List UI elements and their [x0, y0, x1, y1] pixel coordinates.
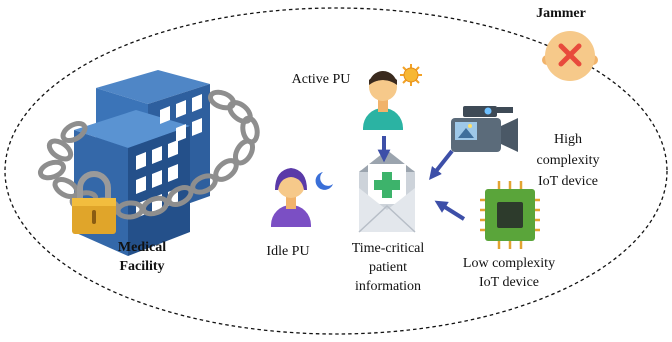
jammer-face-icon [542, 31, 598, 81]
moon-icon [315, 172, 333, 190]
medical-envelope-icon [358, 150, 416, 233]
high-iot-label-line3: IoT device [538, 174, 598, 189]
medical-label-line2: Facility [119, 259, 165, 274]
high-iot-label-line2: complexity [536, 153, 600, 168]
padlock-icon [72, 171, 116, 234]
idle-user-icon [271, 168, 311, 227]
arrow-low-iot-to-info [434, 200, 466, 221]
video-camera-icon [451, 106, 518, 152]
hospital-building-icon [74, 70, 210, 256]
low-iot-label-line1: Low complexity [462, 256, 556, 271]
info-label-line3: information [354, 279, 422, 294]
active-pu-label: Active PU [291, 72, 351, 87]
jammer-label: Jammer [536, 6, 586, 21]
microchip-icon [480, 181, 540, 249]
network-boundary [4, 7, 668, 335]
medical-label-line1: Medical [117, 240, 167, 255]
arrow-high-iot-to-info [429, 149, 454, 181]
info-label-line2: patient [368, 260, 408, 275]
low-iot-label-line2: IoT device [479, 275, 539, 290]
active-user-icon [363, 71, 403, 130]
sun-icon [400, 64, 422, 86]
info-label-line1: Time-critical [351, 241, 425, 256]
idle-pu-label: Idle PU [266, 244, 310, 259]
high-iot-label-line1: High [554, 132, 582, 147]
